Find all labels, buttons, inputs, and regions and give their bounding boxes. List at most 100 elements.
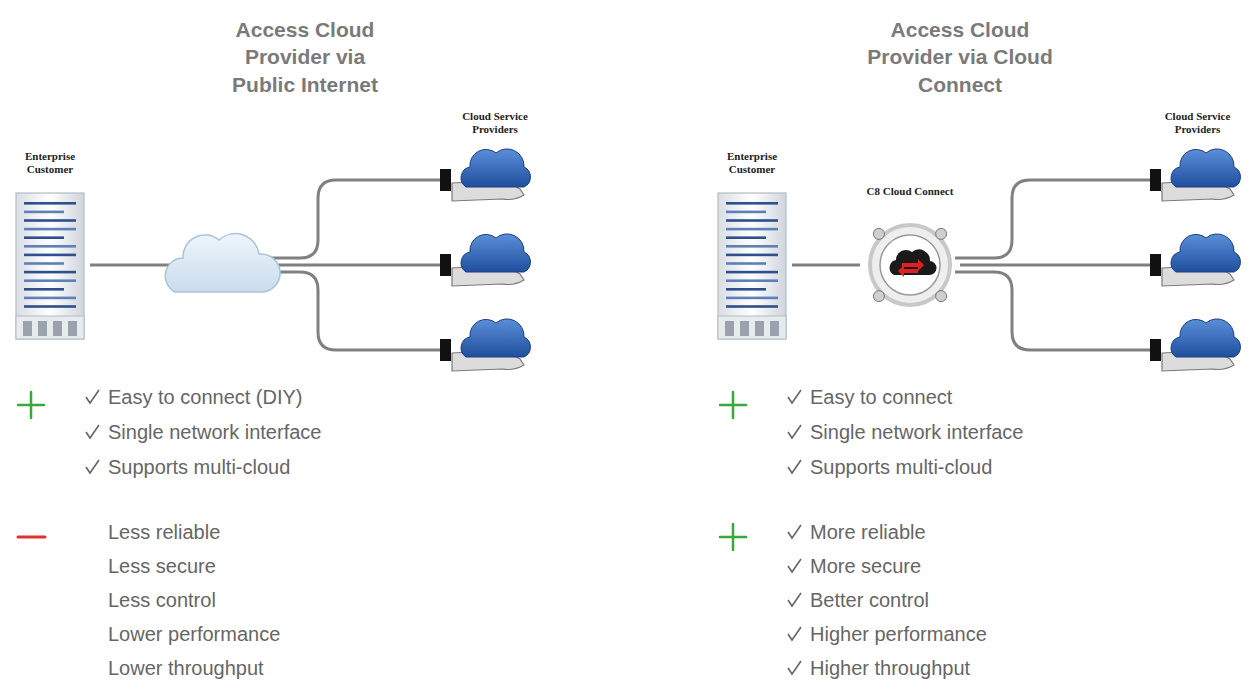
server-stripe [24,262,64,265]
hub-ring [870,225,950,305]
list-item: Single network interface [108,420,321,444]
list-item: Lower throughput [108,656,264,680]
server-stripe [726,305,778,308]
providers-icon [1150,145,1242,387]
list-item: More secure [810,554,921,578]
list-item: Less control [108,588,216,612]
hub-knob [936,228,947,239]
checkmark [788,460,801,473]
server-slot [38,321,47,336]
checkmark [788,525,801,538]
node-label: Cloud Service Providers [440,110,550,136]
hub-arrow [898,265,918,277]
hub-knob [873,228,884,239]
plus-sign [720,524,746,550]
server-body [16,193,84,339]
provider-cloud-icon [1150,149,1240,201]
server-node: Enterprise Customer [10,150,90,340]
server-stripe [24,219,76,222]
list-item: Less reliable [108,520,220,544]
server-stripe [24,279,76,282]
checkmark [788,390,801,403]
hub-icon [860,215,960,315]
server-slot [68,321,77,336]
server-stripe [726,271,778,274]
server-icon [717,192,787,340]
providers-node: Cloud Service Providers [440,110,550,385]
branch-wire [262,180,440,258]
provider-cloud-icon [440,149,530,201]
list-item: Easy to connect (DIY) [108,385,303,409]
server-slot [740,321,749,336]
panel-title: Access Cloud Provider via Public Interne… [215,16,395,98]
server-stripe [726,202,778,205]
branch-wire [955,180,1150,258]
server-stripe [726,211,766,214]
server-node: Enterprise Customer [712,150,792,340]
server-stripe [24,305,76,308]
server-icon [15,192,85,340]
list-item: Easy to connect [810,385,952,409]
checkmark [788,425,801,438]
server-stripe [726,279,778,282]
server-body [718,193,786,339]
server-stripe [726,262,766,265]
server-slot [770,321,779,336]
node-label: Enterprise Customer [10,150,90,176]
provider-cloud-icon [1150,234,1240,286]
provider-cloud-icon [440,234,530,286]
list-item: Higher throughput [810,656,970,680]
server-stripe [726,236,766,239]
checkmark [788,661,801,674]
checkmark [86,425,99,438]
plus-sign [18,392,44,418]
server-stripe [24,202,76,205]
server-stripe [726,219,778,222]
server-base [16,316,84,339]
hub-knob [873,291,884,302]
connector-line [792,264,860,267]
branch-wire [955,272,1150,350]
server-stripe [726,245,778,248]
list-item: Supports multi-cloud [108,455,290,479]
checkmark [86,390,99,403]
server-stripe [24,271,76,274]
plus-sign [720,392,746,418]
hub-face [880,235,940,295]
server-stripe [24,288,64,291]
checkmark [788,559,801,572]
hub-knob [936,291,947,302]
providers-node: Cloud Service Providers [1150,110,1245,385]
checkmark [788,627,801,640]
node-label: Cloud Service Providers [1150,110,1245,136]
providers-icon [440,145,532,387]
server-stripe [24,236,64,239]
list-item: Less secure [108,554,216,578]
server-base [718,316,786,339]
panel-title: Access Cloud Provider via Cloud Connect [865,16,1055,98]
server-slot [755,321,764,336]
server-stripe [24,228,76,231]
hub-node: C8 Cloud Connect [860,185,960,315]
checkmarks [86,390,801,674]
server-stripe [726,228,778,231]
server-stripe [24,297,76,300]
list-item: Single network interface [810,420,1023,444]
server-slot [23,321,32,336]
connector-line [960,264,1150,267]
node-label: Enterprise Customer [712,150,792,176]
server-stripe [726,254,778,257]
node-label: C8 Cloud Connect [860,185,960,198]
list-item: Higher performance [810,622,987,646]
list-item: More reliable [810,520,926,544]
branch-wire [262,272,440,350]
server-stripe [726,297,778,300]
list-item: Supports multi-cloud [810,455,992,479]
server-slot [725,321,734,336]
checkmark [86,460,99,473]
server-stripe [24,245,76,248]
server-stripe [726,288,766,291]
internet-cloud [165,234,280,292]
provider-cloud-icon [440,319,530,371]
